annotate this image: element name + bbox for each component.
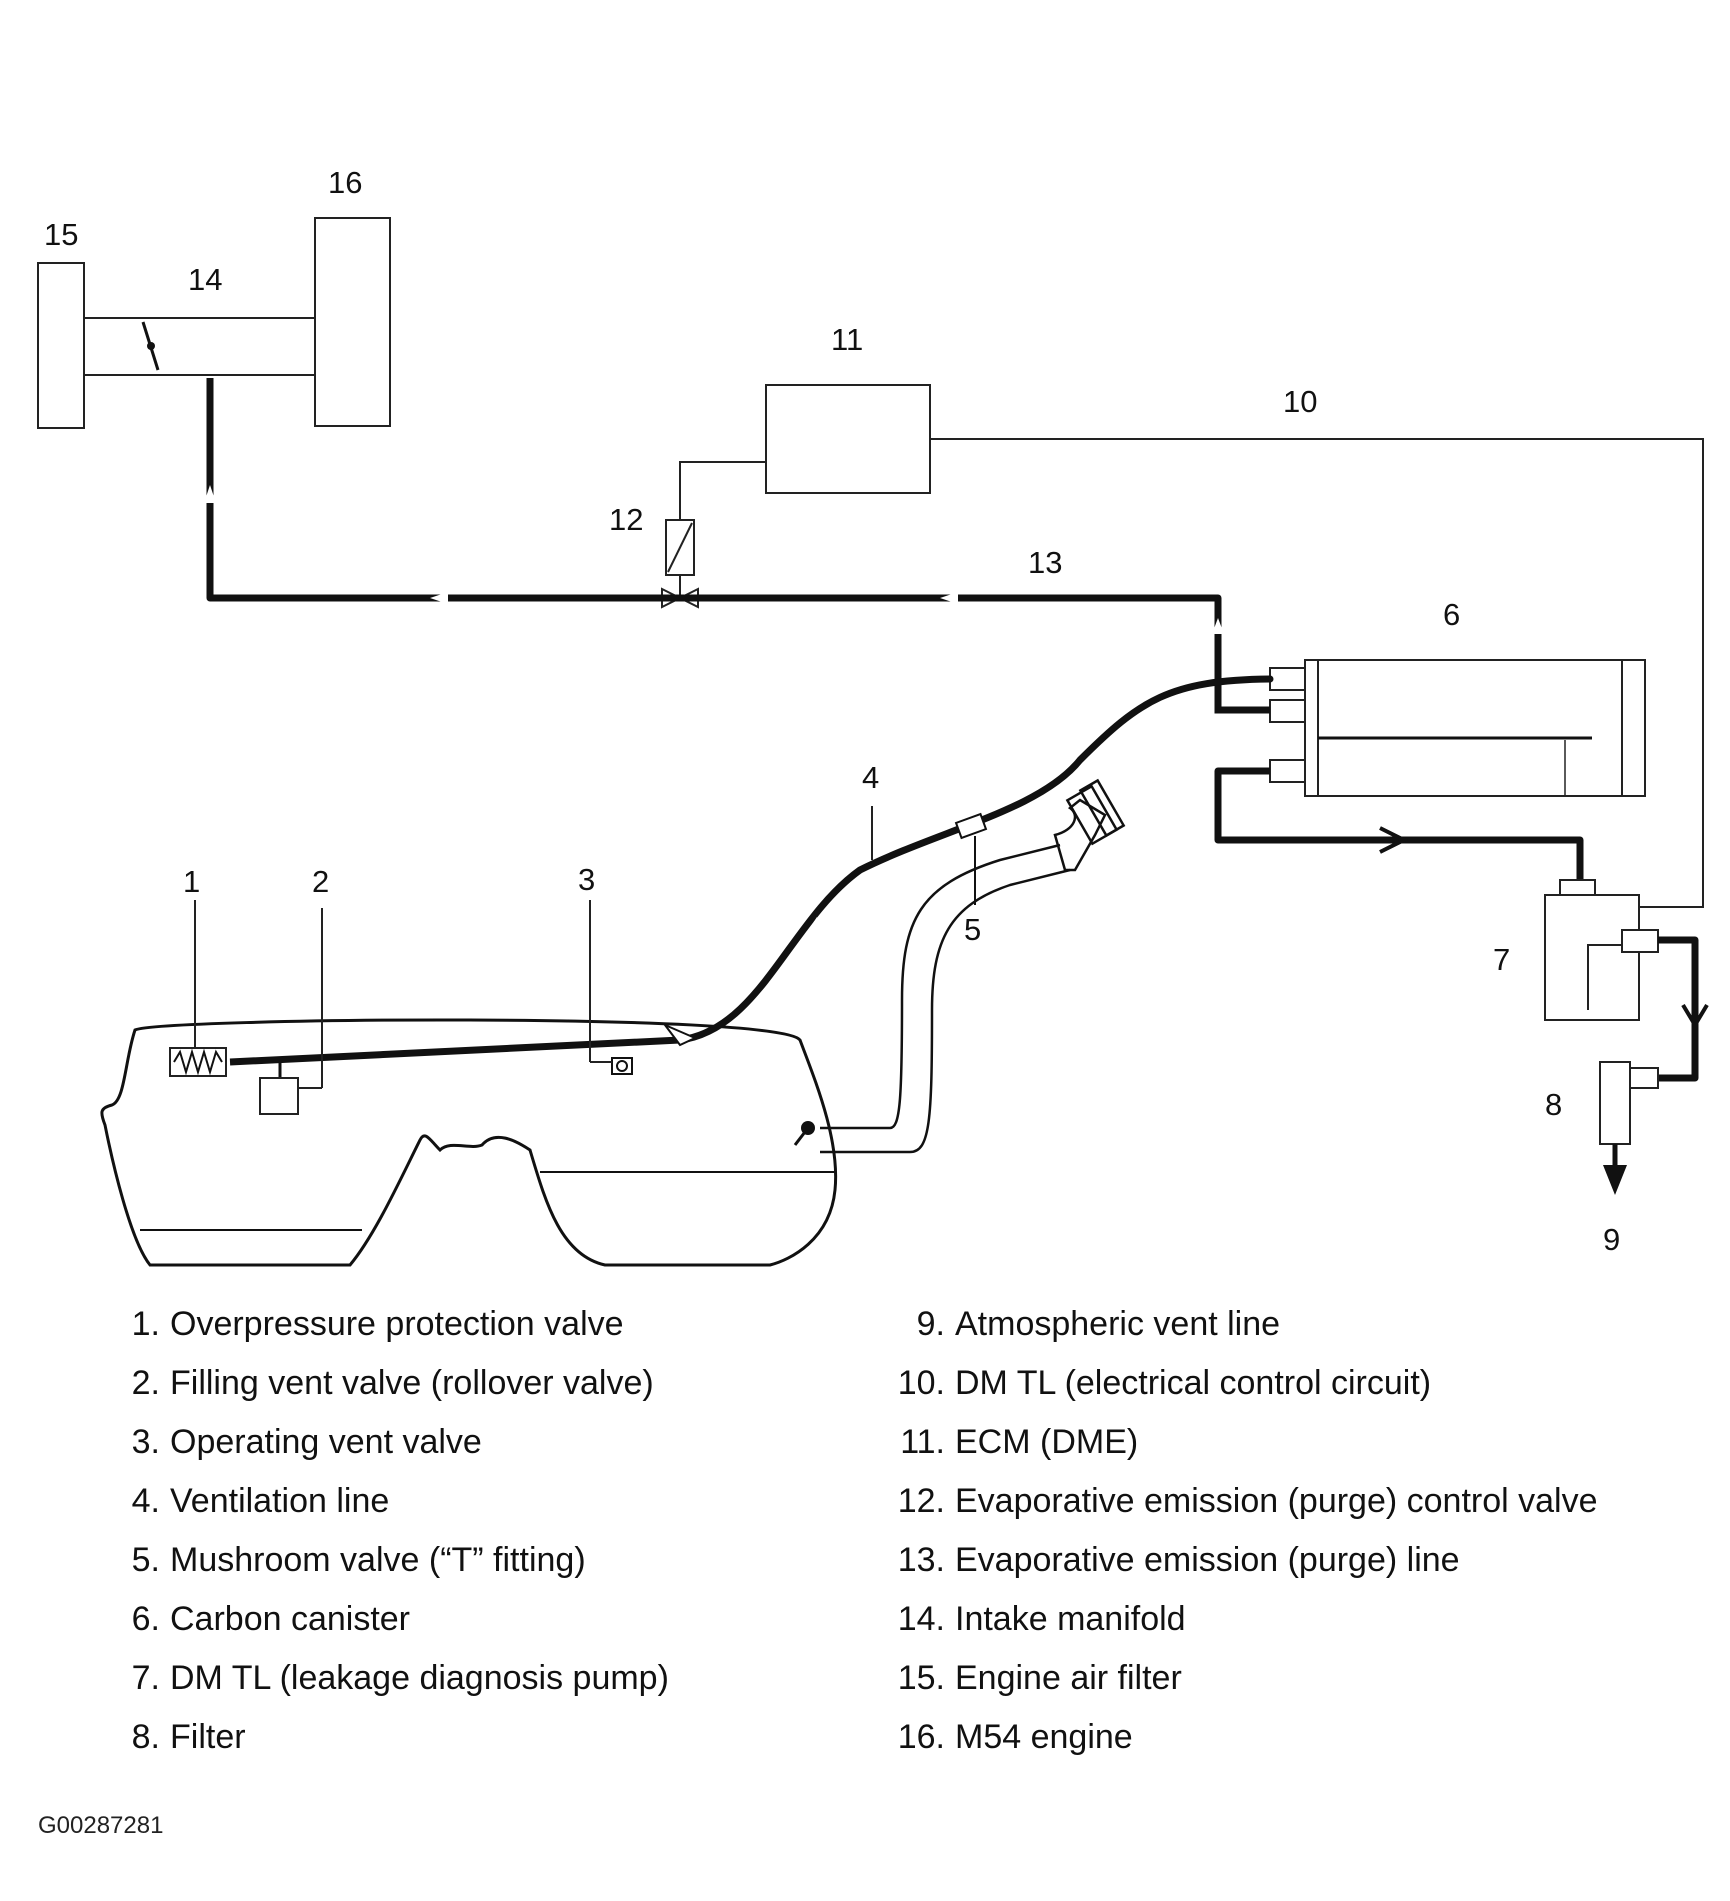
callout-7: 7 <box>1493 942 1510 977</box>
callout-5: 5 <box>964 912 981 947</box>
canister-dmtl-arrow-icon <box>1379 826 1409 854</box>
purge-flow-arrow-icon <box>1212 618 1224 634</box>
intake-manifold <box>84 317 315 376</box>
legend-item: 1.Overpressure protection valve <box>131 1305 624 1343</box>
dmtl-control-circuit <box>930 438 1704 908</box>
legend-item: 4.Ventilation line <box>131 1482 390 1520</box>
legend-item: 16.M54 engine <box>897 1718 1133 1756</box>
legend-item: 7.DM TL (leakage diagnosis pump) <box>131 1659 669 1697</box>
dmtl-filter-line <box>1658 936 1699 1082</box>
legend-item: 12.Evaporative emission (purge) control … <box>897 1482 1598 1520</box>
callout-15: 15 <box>44 217 78 252</box>
callout-16: 16 <box>328 165 362 200</box>
engine-air-filter <box>37 262 85 429</box>
fuel-tank <box>100 1018 838 1267</box>
tank-outlet-fitting <box>661 1022 698 1047</box>
legend-item: 2.Filling vent valve (rollover valve) <box>131 1364 654 1402</box>
operating-vent-valve <box>611 1057 633 1075</box>
callout-11: 11 <box>831 322 863 357</box>
legend-item: 14.Intake manifold <box>897 1600 1186 1638</box>
callout-8: 8 <box>1545 1087 1562 1122</box>
callout-13: 13 <box>1028 545 1062 580</box>
legend-item: 8.Filter <box>131 1718 246 1756</box>
tank-vent-line <box>229 1036 681 1066</box>
figure-id: G00287281 <box>38 1812 164 1839</box>
ecm-valve-wire <box>679 461 766 520</box>
filling-vent-valve <box>259 1062 299 1115</box>
legend-item: 10.DM TL (electrical control circuit) <box>897 1364 1432 1402</box>
legend-item: 11.ECM (DME) <box>900 1423 1139 1461</box>
purge-flow-arrow-icon <box>204 485 216 503</box>
filter <box>1599 1061 1659 1145</box>
legend-item: 3.Operating vent valve <box>131 1423 482 1461</box>
callout-1: 1 <box>183 864 200 899</box>
ecm-box <box>765 384 931 494</box>
legend-item: 9.Atmospheric vent line <box>916 1305 1281 1343</box>
callout-10: 10 <box>1283 384 1317 419</box>
purge-flow-arrow-icon <box>430 592 448 604</box>
dmtl-pump <box>1544 879 1659 1021</box>
ventilation-flow-arrow-icon <box>805 917 823 935</box>
legend-item: 15.Engine air filter <box>897 1659 1182 1697</box>
callout-12: 12 <box>609 502 643 537</box>
callout-2: 2 <box>312 864 329 899</box>
m54-engine <box>314 217 391 427</box>
canister-purge-connection <box>1214 680 1270 714</box>
canister-dmtl-line <box>1214 767 1584 890</box>
callout-9: 9 <box>1603 1222 1620 1257</box>
legend-item: 13.Evaporative emission (purge) line <box>897 1541 1460 1579</box>
dmtl-filter-arrow-icon <box>1681 1003 1709 1029</box>
legend-item: 5.Mushroom valve (“T” fitting) <box>131 1541 586 1579</box>
purge-line <box>206 378 1222 680</box>
legend-item: 6.Carbon canister <box>131 1600 411 1638</box>
callout-3: 3 <box>578 862 595 897</box>
purge-control-valve <box>661 519 699 609</box>
filler-neck <box>793 778 1126 1154</box>
purge-flow-arrow-icon <box>940 592 958 604</box>
callout-4: 4 <box>862 760 879 795</box>
overpressure-valve <box>169 1047 227 1077</box>
mushroom-valve <box>954 812 988 905</box>
carbon-canister <box>1269 659 1646 797</box>
callout-14: 14 <box>188 262 222 297</box>
callout-6: 6 <box>1443 597 1460 632</box>
